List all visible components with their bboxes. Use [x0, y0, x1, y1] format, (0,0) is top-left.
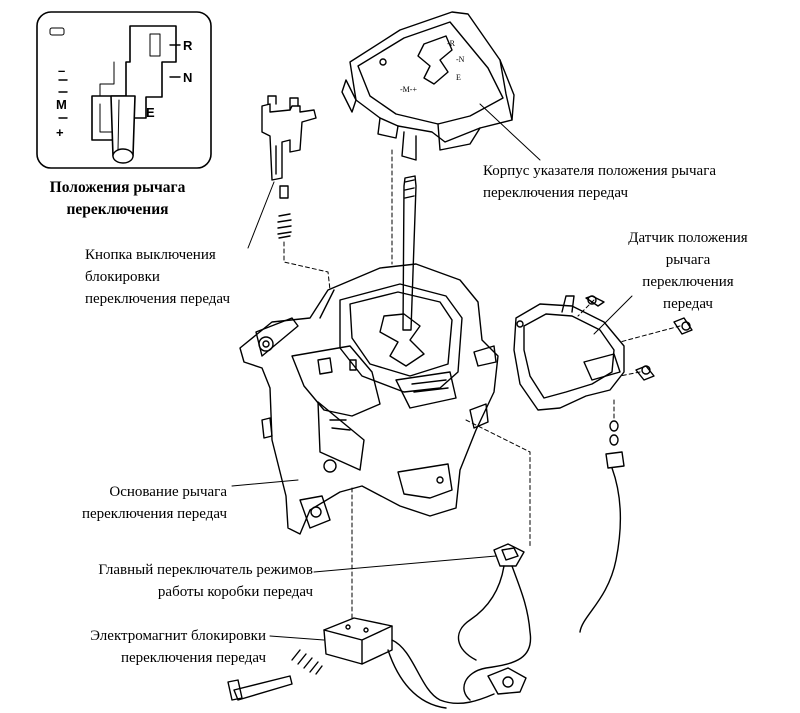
gate-letter-plus: + [56, 125, 64, 140]
indicator-housing-label-line-2: переключения передач [483, 185, 629, 201]
svg-text:-N: -N [456, 55, 465, 64]
release-button-part [261, 95, 317, 239]
position-sensor-label-line-1: Датчик положения [628, 230, 748, 246]
shift-gate-diagram [36, 11, 212, 169]
position-sensor-label-line-4: передач [663, 296, 713, 312]
position-sensor-label: Датчик положения рычага переключения пер… [604, 227, 772, 315]
release-button-label-line-1: Кнопка выключения [85, 247, 216, 263]
lock-solenoid-part [227, 617, 495, 709]
indicator-housing-part: -R -N E -M-+ [341, 11, 515, 161]
lever-base-label: Основание рычага переключения передач [65, 481, 227, 525]
release-button-label-line-2: блокировки [85, 269, 160, 285]
position-sensor-part [513, 295, 693, 411]
main-mode-switch-label-line-1: Главный переключатель режимов [98, 562, 313, 578]
gate-letter-m: M [56, 97, 67, 112]
position-sensor-label-line-3: переключения [642, 274, 734, 290]
lock-solenoid-label-line-2: переключения передач [120, 650, 266, 666]
lever-base-part [239, 263, 499, 535]
release-button-label-line-3: переключения передач [85, 291, 231, 307]
gate-letter-n: N [183, 70, 192, 85]
gate-diagram-caption: Положения рычага переключения [30, 177, 205, 221]
main-mode-switch-label-line-2: работы коробки передач [157, 584, 313, 600]
main-mode-switch-part [458, 420, 625, 701]
svg-text:-R: -R [447, 39, 456, 48]
shift-lever-rod [402, 175, 417, 331]
release-button-label: Кнопка выключения блокировки переключени… [85, 244, 230, 310]
assembly-dashed-lines [283, 149, 681, 619]
callout-leaders [231, 103, 633, 641]
position-sensor-label-line-2: рычага [665, 252, 711, 268]
gate-letter-e: E [146, 105, 155, 120]
gate-letter-minus: – [58, 63, 65, 78]
lock-solenoid-label: Электромагнит блокировки переключения пе… [56, 625, 266, 669]
indicator-housing-label-line-1: Корпус указателя положения рычага [483, 163, 717, 179]
svg-text:E: E [456, 73, 461, 82]
gate-position-letters: R N E – M + [56, 38, 193, 140]
lock-solenoid-label-line-1: Электромагнит блокировки [90, 628, 266, 644]
svg-text:-M-+: -M-+ [400, 85, 417, 94]
lever-base-label-line-1: Основание рычага [109, 484, 227, 500]
gate-caption-line-2: переключения [66, 201, 169, 218]
gate-caption-line-1: Положения рычага [49, 179, 186, 196]
indicator-housing-label: Корпус указателя положения рычага перекл… [483, 160, 716, 204]
main-mode-switch-label: Главный переключатель режимов работы кор… [40, 559, 313, 603]
lever-base-label-line-2: переключения передач [81, 506, 227, 522]
gate-letter-r: R [183, 38, 193, 53]
